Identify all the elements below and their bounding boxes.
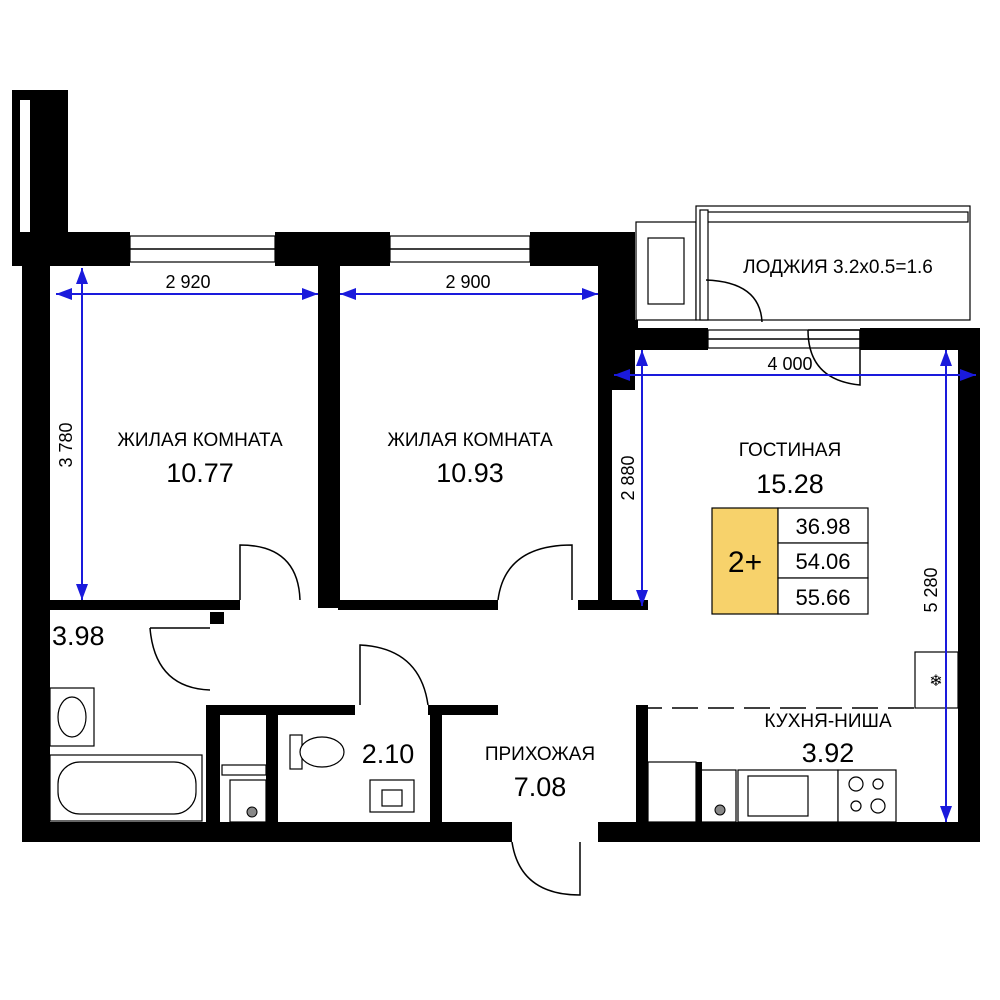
living-area-box [777,507,869,544]
kitchen-sink-icon [747,775,809,817]
apartment-type-box [711,507,779,615]
sink-bowl-icon [57,696,87,738]
hallway-area: 7.08 [514,772,567,802]
living-top-wall-right [860,328,980,350]
windows [129,235,861,349]
doors [149,329,861,896]
living-partition [598,350,612,606]
dim-bedroom2-width: 2 900 [445,272,490,292]
wc-top-wall [220,705,355,715]
total-with-loggia-value: 55.66 [795,585,850,610]
fridge [914,651,959,709]
wc-area: 2.10 [362,739,415,769]
kitchen-name: КУХНЯ-НИША [764,711,892,732]
dim-living-depth: 2 880 [618,455,638,500]
bedroom1-name: ЖИЛАЯ КОМНАТА [117,430,283,451]
loggia-glazing-top [705,211,969,223]
stove-burner-icon [870,798,886,814]
bedroom2-area: 10.93 [436,458,504,488]
kitchen-stove [837,769,897,823]
door-bedroom1 [239,544,301,601]
living-bottom-wall [578,600,648,610]
corner-column [12,90,130,252]
kitchen-area: 3.92 [802,738,855,768]
bath-door-jamb [210,612,224,624]
loggia-name: ЛОДЖИЯ 3.2x0.5=1.6 [743,257,933,278]
shaft-1 [221,764,267,776]
dimension-labels: 2 920 2 900 4 000 3 780 2 880 5 280 [56,272,941,613]
dim-bedroom1-width: 2 920 [165,272,210,292]
snowflake-icon: ❄ [929,673,942,690]
dim-total-depth: 5 280 [921,567,941,612]
apartment-type: 2+ [728,546,762,579]
bathroom-area: 3.98 [52,621,105,651]
loggia-glazing-left [699,209,709,321]
shaft-wall [266,715,278,822]
total-loggia-box [777,577,869,615]
kitchen-pipe-icon [714,804,726,816]
dim-living-width: 4 000 [767,354,812,374]
stove-burner-icon [850,800,862,812]
fixtures: ❄ [49,651,959,823]
loggia-door-swing [705,279,763,323]
wc-sink-bowl-icon [381,789,403,807]
walls [12,90,980,842]
total-area-box [777,542,869,579]
living-area: 15.28 [756,469,824,499]
bedroom1-area: 10.77 [166,458,234,488]
kitchen-shaft-divider [696,762,702,822]
loggia-stool [647,237,685,305]
door-bedroom2 [497,544,573,601]
stove-burner-icon [872,778,884,790]
living-area-value: 36.98 [795,514,850,539]
area-summary-badge: 2+ 36.98 54.06 55.66 [711,507,869,615]
door-wc [359,644,429,706]
dimension-lines [56,268,976,822]
toilet-icon [299,736,345,768]
right-outer-wall [958,328,980,842]
bedroom1-bottom-wall [50,600,240,610]
bathroom-right-wall [206,705,220,822]
hall-top-wall [428,705,498,715]
bedroom2-bottom-wall [338,600,498,610]
door-entrance [511,841,581,896]
shaft-pipe-icon [246,806,258,818]
loggia-frame [695,205,971,321]
ventilation-shafts [221,761,737,823]
kitchen-shaft-wall [636,705,648,822]
hallway-name: ПРИХОЖАЯ [485,744,595,765]
living-top-wall-left [598,328,708,350]
bedroom-partition [318,252,340,608]
left-outer-wall [22,252,50,842]
total-area-value: 54.06 [795,549,850,574]
living-name: ГОСТИНАЯ [739,440,841,461]
stove-burner-icon [848,776,864,792]
bottom-wall-left [22,822,512,842]
bathtub-inner [57,761,197,815]
dim-bedroom-depth: 3 780 [56,422,76,467]
bedroom2-name: ЖИЛАЯ КОМНАТА [387,430,553,451]
wc-right-wall [430,705,442,822]
bottom-wall-right [598,822,980,842]
loggia [635,205,971,323]
door-loggia [807,329,861,386]
room-labels: ЖИЛАЯ КОМНАТА 10.77 ЖИЛАЯ КОМНАТА 10.93 … [52,257,933,802]
door-bathroom [149,627,211,691]
kitchen-shaft-1 [647,761,697,823]
